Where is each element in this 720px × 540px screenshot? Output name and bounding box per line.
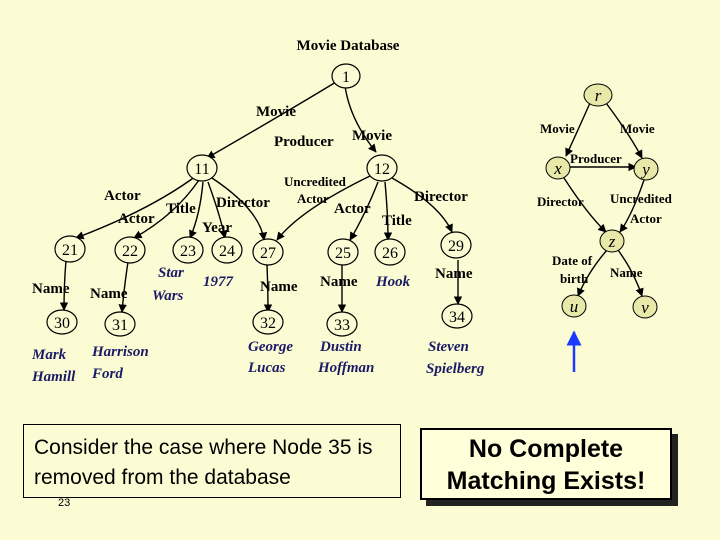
query-node-z: z	[599, 229, 625, 253]
query-edges	[563, 102, 645, 297]
query-node-u-label: u	[570, 297, 579, 316]
query-node-r: r	[583, 83, 613, 107]
label-hook: Hook	[375, 274, 411, 290]
database-edge-labels: Movie Producer Movie Uncredited Actor Di…	[31, 104, 485, 385]
query-label-date-of: Date of	[552, 253, 593, 268]
label-uncredited-actor: Actor	[297, 191, 329, 206]
node-30-label: 30	[54, 315, 70, 332]
node-24-label: 24	[219, 243, 235, 260]
node-27: 27	[252, 238, 284, 266]
result-callout: No Complete Matching Exists!	[420, 428, 672, 500]
label-producer: Producer	[274, 134, 334, 150]
node-33-label: 33	[334, 317, 350, 334]
label-movie-2: Movie	[352, 128, 392, 144]
label-director-right: Director	[414, 189, 468, 205]
query-label-birth: birth	[560, 271, 589, 286]
label-hoffman: Hoffman	[317, 360, 374, 376]
node-29-label: 29	[448, 238, 464, 255]
label-actor-mid: Actor	[334, 201, 371, 217]
query-node-u: u	[561, 294, 587, 318]
label-actor-left: Actor	[104, 188, 141, 204]
node-23-label: 23	[180, 243, 196, 260]
node-1-label: 1	[342, 69, 350, 86]
node-11: 11	[186, 154, 218, 182]
label-mark: Mark	[31, 347, 67, 363]
page-number: 23	[58, 497, 71, 509]
query-node-v-label: v	[641, 298, 649, 317]
query-edge-labels: Movie Movie Producer Director Uncredited…	[537, 121, 673, 286]
consider-text-box: Consider the case where Node 35 is remov…	[23, 424, 401, 498]
diagram-title: Movie Database	[297, 38, 400, 54]
label-title-left: Title	[166, 201, 196, 217]
label-name-33: Name	[320, 274, 358, 290]
query-label-uncredited-actor: Actor	[630, 211, 662, 226]
label-lucas: Lucas	[247, 360, 286, 376]
query-label-name: Name	[610, 265, 643, 280]
node-1: 1	[331, 63, 361, 89]
query-node-y-label: y	[640, 160, 650, 179]
query-label-uncredited: Uncredited	[610, 191, 673, 206]
node-25: 25	[327, 238, 359, 266]
label-name-31: Name	[90, 286, 128, 302]
query-node-y: y	[633, 157, 659, 181]
query-node-z-label: z	[608, 232, 616, 251]
database-edges	[59, 81, 463, 313]
node-32-label: 32	[260, 315, 276, 332]
result-text: No Complete Matching Exists!	[446, 435, 646, 495]
label-harrison: Harrison	[91, 344, 149, 360]
query-label-director: Director	[537, 194, 584, 209]
node-21: 21	[54, 235, 86, 263]
label-movie: Movie	[256, 104, 296, 120]
node-12-label: 12	[374, 161, 390, 178]
query-node-v: v	[632, 295, 658, 319]
query-node-x-label: x	[553, 159, 562, 178]
node-34: 34	[441, 303, 473, 329]
node-32: 32	[252, 309, 284, 335]
node-22: 22	[114, 236, 146, 264]
label-wars: Wars	[152, 288, 184, 304]
node-30: 30	[46, 309, 78, 335]
query-label-producer: Producer	[570, 151, 622, 166]
query-label-movie-left: Movie	[540, 121, 575, 136]
query-nodes: r x y z u v	[545, 83, 659, 319]
database-nodes: 1 11 12 21 22 23 24 27	[46, 63, 473, 337]
label-steven: Steven	[428, 339, 469, 355]
node-23: 23	[172, 236, 204, 264]
label-name-32: Name	[260, 279, 298, 295]
label-dustin: Dustin	[319, 339, 362, 355]
node-27-label: 27	[260, 245, 276, 262]
label-star: Star	[158, 265, 184, 281]
node-25-label: 25	[335, 245, 351, 262]
label-spielberg: Spielberg	[426, 361, 485, 377]
query-label-movie-right: Movie	[620, 121, 655, 136]
node-31: 31	[104, 311, 136, 337]
label-director-left: Director	[216, 195, 270, 211]
label-uncredited: Uncredited	[284, 174, 347, 189]
node-29: 29	[440, 231, 472, 259]
node-26: 26	[374, 238, 406, 266]
node-34-label: 34	[449, 309, 465, 326]
label-1977: 1977	[203, 274, 234, 290]
node-22-label: 22	[122, 243, 138, 260]
node-31-label: 31	[112, 317, 128, 334]
label-george: George	[248, 339, 293, 355]
node-24: 24	[211, 236, 243, 264]
label-title-right: Title	[382, 213, 412, 229]
node-26-label: 26	[382, 245, 398, 262]
label-actor-left-2: Actor	[118, 211, 155, 227]
label-hamill: Hamill	[31, 369, 76, 385]
label-ford: Ford	[91, 366, 123, 382]
label-year: Year	[202, 220, 232, 236]
label-name-30: Name	[32, 281, 70, 297]
query-node-x: x	[545, 156, 571, 180]
node-33: 33	[326, 311, 358, 337]
label-name-34: Name	[435, 266, 473, 282]
node-12: 12	[366, 154, 398, 182]
query-node-r-label: r	[595, 86, 602, 105]
node-21-label: 21	[62, 242, 78, 259]
consider-text: Consider the case where Node 35 is remov…	[34, 436, 373, 489]
node-11-label: 11	[194, 161, 209, 178]
